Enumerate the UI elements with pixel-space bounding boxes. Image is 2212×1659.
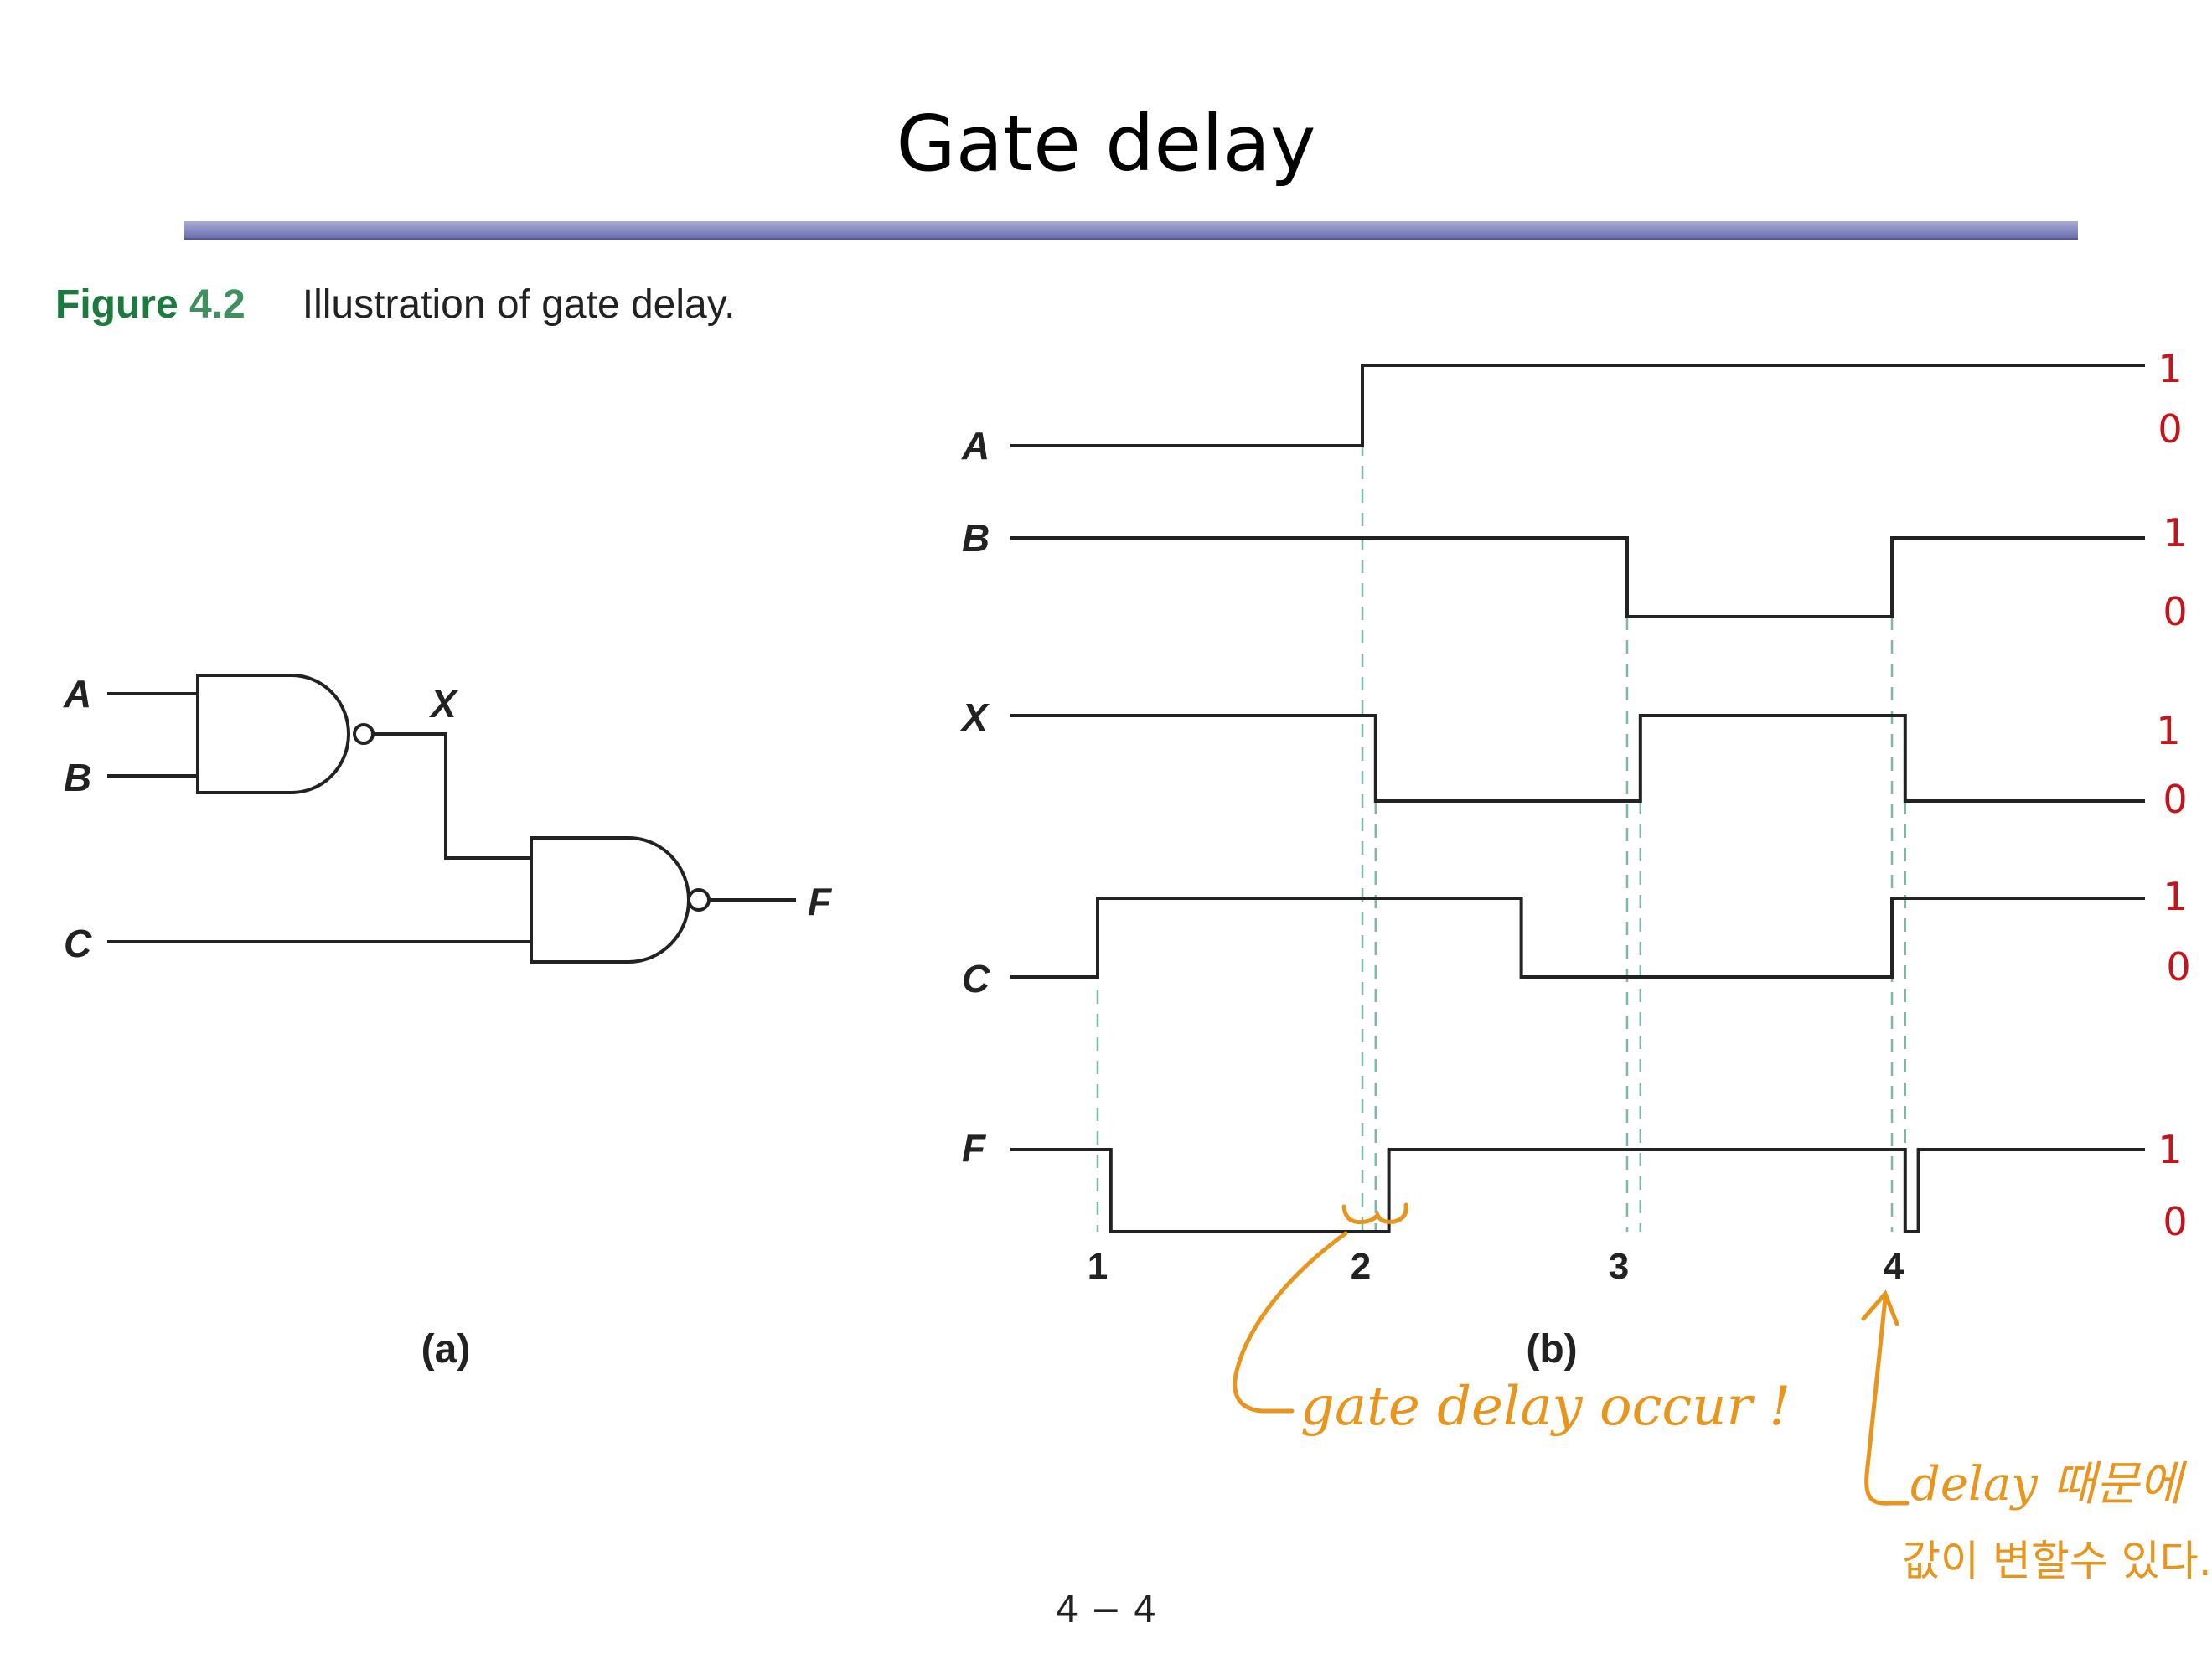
delay-arrow-line bbox=[1864, 1296, 1910, 1506]
level-mark-a-high: 1 bbox=[2158, 346, 2182, 391]
timing-guides bbox=[1096, 442, 1920, 1232]
level-mark-f-high: 1 bbox=[2158, 1127, 2182, 1172]
timing-label-a: A bbox=[961, 424, 990, 468]
time-tick-3: 3 bbox=[1609, 1246, 1629, 1287]
circuit-node-x-label: X bbox=[428, 682, 458, 726]
figure-label-word: Figure bbox=[55, 282, 178, 327]
circuit-sublabel: (a) bbox=[421, 1327, 471, 1372]
delay-note-line1: delay 때문에 bbox=[1910, 1457, 2188, 1512]
timing-sublabel: (b) bbox=[1526, 1327, 1577, 1372]
circuit-input-c-label: C bbox=[64, 922, 92, 965]
gate-delay-annotation bbox=[1233, 1202, 1910, 1506]
nand-gate-2-bubble bbox=[687, 888, 711, 912]
timing-label-f: F bbox=[962, 1126, 987, 1170]
nand-gate-1 bbox=[196, 674, 350, 794]
time-tick-4: 4 bbox=[1884, 1246, 1904, 1287]
level-mark-c-low: 0 bbox=[2166, 944, 2190, 990]
figure-label-number: 4.2 bbox=[189, 282, 245, 327]
timing-waveforms bbox=[1010, 364, 2145, 1233]
waveform-x bbox=[1010, 714, 2145, 803]
page-number: 4 − 4 bbox=[1055, 1589, 1157, 1631]
nand-gate-1-bubble bbox=[353, 723, 375, 745]
timing-label-b: B bbox=[962, 516, 990, 560]
figure-caption-text: Illustration of gate delay. bbox=[302, 282, 736, 327]
waveform-c bbox=[1010, 897, 2145, 979]
waveform-a bbox=[1010, 364, 2145, 447]
time-tick-1: 1 bbox=[1088, 1246, 1108, 1287]
circuit bbox=[107, 674, 796, 964]
title-rule bbox=[184, 221, 2078, 240]
level-mark-b-high: 1 bbox=[2163, 510, 2187, 556]
delay-brace bbox=[1341, 1202, 1408, 1225]
figure-label: Figure 4.2 bbox=[55, 282, 245, 327]
circuit-input-b-label: B bbox=[64, 756, 91, 799]
waveform-f bbox=[1010, 1148, 2145, 1233]
timing-label-c: C bbox=[962, 957, 990, 1000]
circuit-input-a-label: A bbox=[63, 672, 91, 716]
gate-delay-note: gate delay occur ! bbox=[1300, 1376, 1791, 1438]
timing-label-x: X bbox=[959, 695, 990, 739]
level-marks: 1 0 1 0 1 0 1 0 1 0 bbox=[2156, 346, 2190, 1244]
figure-caption: Figure 4.2 Illustration of gate delay. bbox=[55, 282, 736, 328]
level-mark-x-low: 0 bbox=[2163, 777, 2187, 822]
page-title: Gate delay bbox=[896, 99, 1316, 189]
waveform-b bbox=[1010, 536, 2145, 618]
delay-arrow-head bbox=[1861, 1289, 1899, 1326]
time-tick-2: 2 bbox=[1351, 1246, 1371, 1287]
delay-note-line2: 값이 변할수 있다. bbox=[1902, 1537, 2212, 1585]
gate-delay-arrow-curve bbox=[1233, 1231, 1348, 1414]
level-mark-c-high: 1 bbox=[2163, 874, 2187, 919]
level-mark-b-low: 0 bbox=[2163, 589, 2187, 634]
level-mark-x-high: 1 bbox=[2156, 708, 2180, 753]
nand-gate-2 bbox=[530, 836, 690, 964]
circuit-output-f-label: F bbox=[808, 880, 833, 923]
wire-x bbox=[373, 732, 531, 860]
level-mark-a-low: 0 bbox=[2158, 406, 2182, 452]
level-mark-f-low: 0 bbox=[2163, 1199, 2187, 1244]
